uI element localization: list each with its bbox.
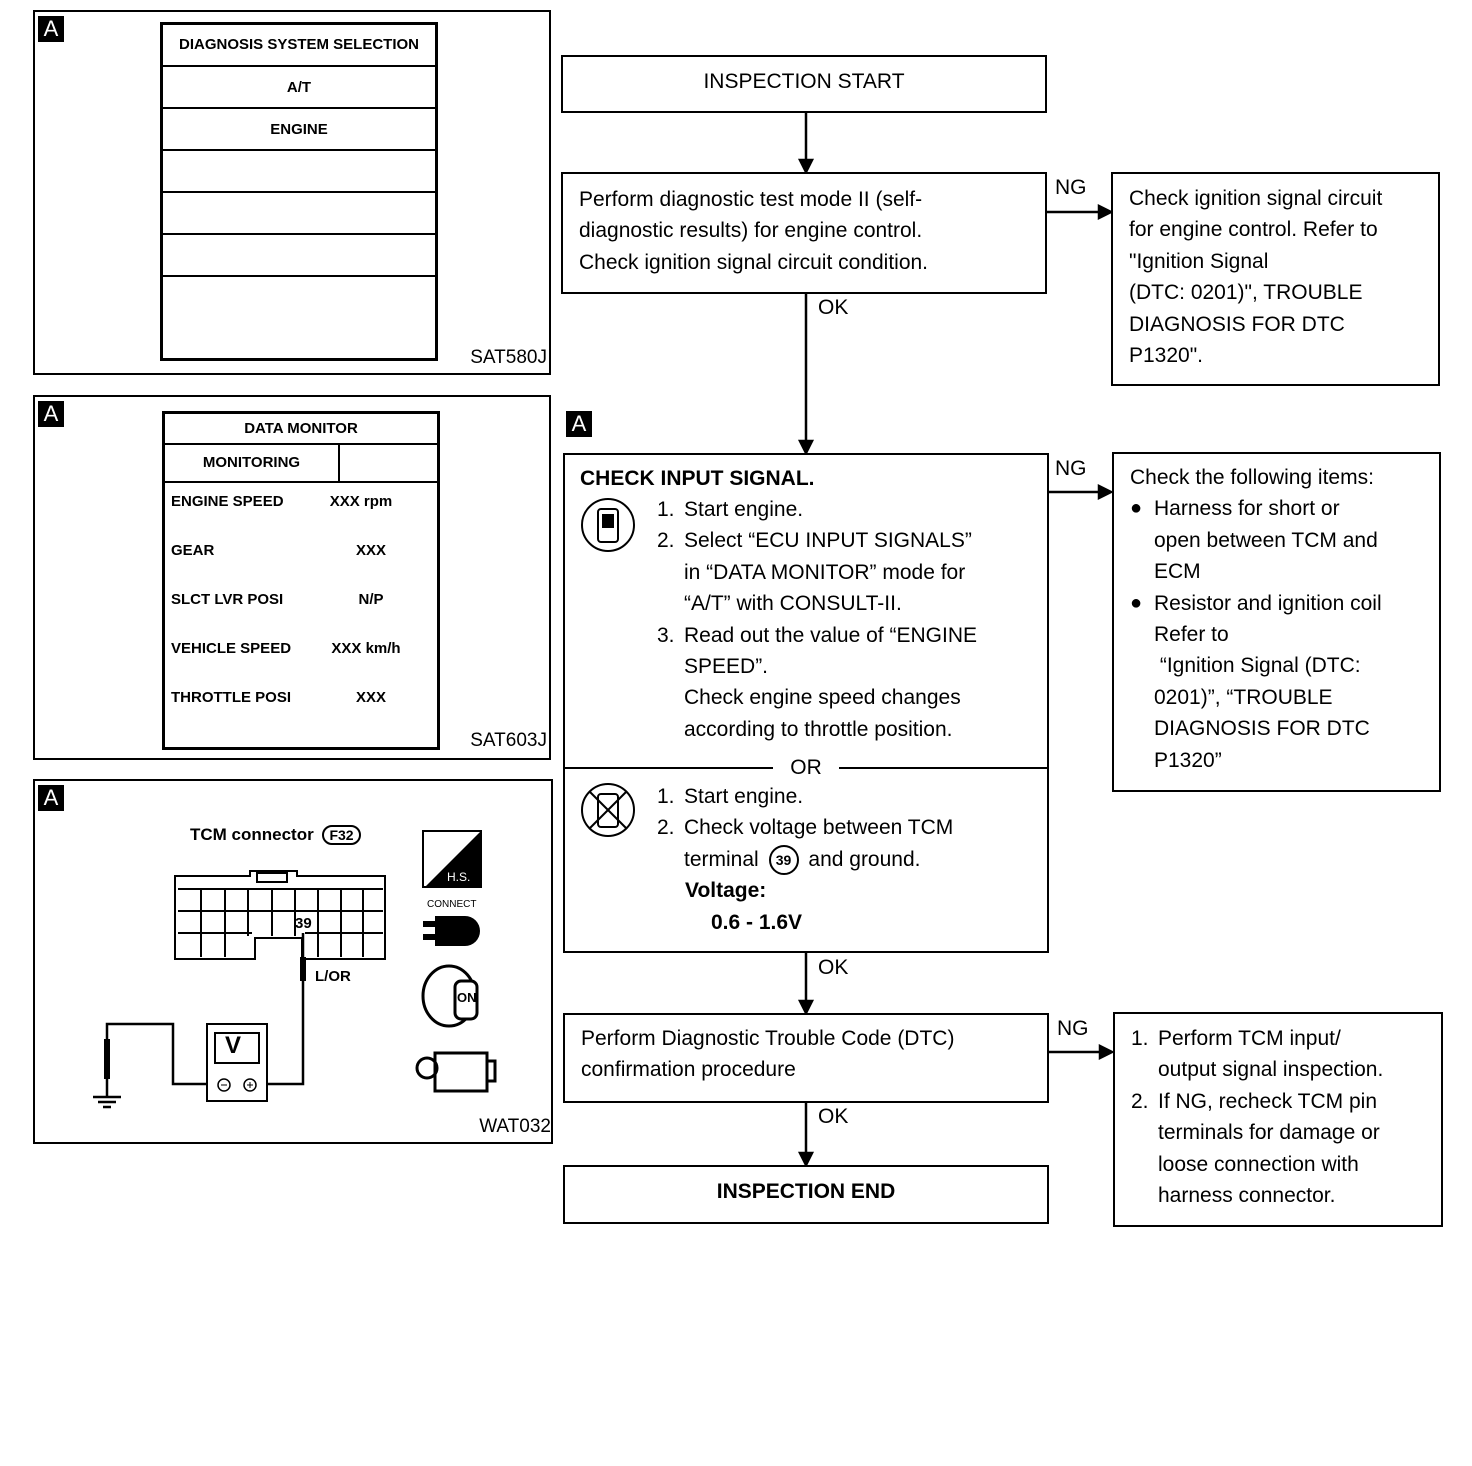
hs-icon-label: H.S. [447,870,471,884]
wire-color-label: L/OR [315,968,351,985]
step3-ng-list: 1.Perform TCM input/output signal inspec… [1131,1023,1425,1211]
step2a-item: 1.Start engine. [657,498,804,521]
step2b-list: 1.Start engine. 2.Check voltage between … [657,781,1042,876]
step2a-list: 1.Start engine. 2.Select “ECU INPUT SIGN… [657,494,1042,745]
connector-id-badge: F32 [322,825,361,845]
connector-label: TCM connector F32 [190,825,361,845]
ok-label: OK [818,296,849,319]
step2b-item: 1.Start engine. [657,785,804,808]
step3-ng-box: 1.Perform TCM input/output signal inspec… [1113,1012,1443,1227]
menu-item-empty [163,275,435,317]
hs-icon [422,830,482,888]
or-divider: OR [565,752,1047,782]
voltage-label: Voltage: [685,879,767,902]
inspection-start-label: INSPECTION START [703,70,905,93]
connect-icon-label: CONNECT [427,899,477,910]
menu-item-empty [163,233,435,275]
screen-title: DATA MONITOR [244,420,358,437]
ok-label: OK [818,956,849,979]
on-icon-label: ON [457,990,477,1005]
diagnosis-selection-screen: DIAGNOSIS SYSTEM SELECTION A/T ENGINE [160,22,438,361]
consult-icon [581,498,635,552]
step2a-item: 2.Select “ECU INPUT SIGNALS”in “DATA MON… [657,529,972,616]
connector-body [174,870,386,960]
step2b-item: 2.Check voltage between TCM terminal 39 … [657,812,1042,876]
terminal-39-badge: 39 [768,845,799,876]
no-consult-icon [581,783,635,837]
voltage-value: 0.6 - 1.6V [711,911,803,934]
step1-ng-box: Check ignition signal circuit for engine… [1111,172,1440,386]
figure-code: SAT603J [470,730,547,751]
step2-box: CHECK INPUT SIGNAL. 1.Start engine. 2.Se… [563,453,1049,953]
inspection-end-label: INSPECTION END [716,1180,896,1203]
section-badge: A [38,401,64,427]
tcm-connector-panel: A TCM connector F32 39 [33,779,553,1144]
engine-icon [415,1051,497,1093]
or-label: OR [790,756,822,779]
voltmeter-label: V [225,1032,242,1059]
menu-item-empty [163,191,435,233]
ok-label: OK [818,1105,849,1128]
step2-ng-box: Check the following items: ●Harness for … [1112,452,1441,792]
screen-title: DIAGNOSIS SYSTEM SELECTION [178,36,420,53]
inspection-start-box: INSPECTION START [561,55,1047,113]
step3-ng-item: 1.Perform TCM input/output signal inspec… [1131,1027,1384,1082]
connector-diagram: 39 [93,830,497,1109]
ng-label: NG [1055,457,1087,480]
ng-label: NG [1055,176,1087,199]
menu-item-engine: ENGINE [163,107,435,149]
monitoring-tab: MONITORING [165,445,340,481]
figure-code: WAT032 [479,1116,551,1137]
section-badge: A [38,785,64,811]
inspection-end-box: INSPECTION END [563,1165,1049,1224]
diagnosis-selection-panel: A DIAGNOSIS SYSTEM SELECTION A/T ENGINE … [33,10,551,375]
step2-title: CHECK INPUT SIGNAL. [580,467,815,490]
terminal-39-label: 39 [295,915,312,932]
ng-label: NG [1057,1017,1089,1040]
ignition-on-icon [421,964,479,1028]
monitoring-tab-row: MONITORING [165,443,437,483]
menu-item-at: A/T [163,65,435,107]
step3-box: Perform Diagnostic Trouble Code (DTC) co… [563,1013,1049,1103]
step1-box: Perform diagnostic test mode II (self- d… [561,172,1047,294]
menu-item-empty [163,149,435,191]
figure-code: SAT580J [470,347,547,368]
section-badge: A [566,411,592,437]
connect-icon [423,916,480,946]
section-badge: A [38,16,64,42]
